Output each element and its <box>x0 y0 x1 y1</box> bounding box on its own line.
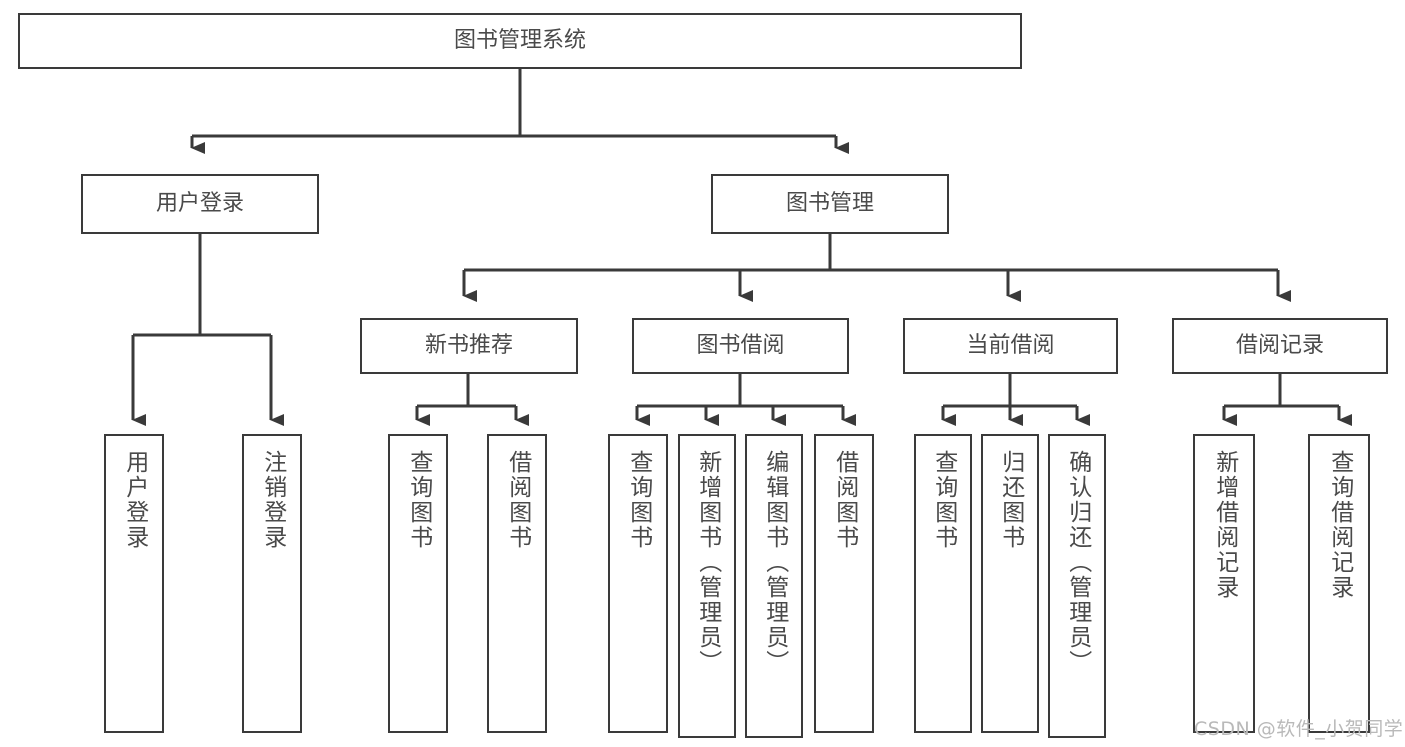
node-label: 查询图书 <box>930 450 957 550</box>
leaf-logout[interactable]: 注销登录 <box>242 434 302 733</box>
node-label: 当前借阅 <box>966 333 1055 359</box>
node-current-borrowing[interactable]: 当前借阅 <box>903 318 1118 374</box>
leaf-query-book-newbook[interactable]: 查询图书 <box>388 434 448 733</box>
node-label: 借阅记录 <box>1235 333 1324 359</box>
leaf-return-book[interactable]: 归还图书 <box>981 434 1039 733</box>
leaf-query-book-borrow[interactable]: 查询图书 <box>608 434 668 733</box>
leaf-borrow-book-borrow[interactable]: 借阅图书 <box>814 434 874 733</box>
leaf-query-borrow-record[interactable]: 查询借阅记录 <box>1308 434 1370 733</box>
leaf-query-book-current[interactable]: 查询图书 <box>914 434 972 733</box>
node-label: 图书管理系统 <box>453 28 586 54</box>
node-label: 借阅图书 <box>504 450 531 550</box>
node-label: 新增借阅记录 <box>1211 450 1238 600</box>
node-label: 新书推荐 <box>424 333 513 359</box>
node-root-book-management-system[interactable]: 图书管理系统 <box>18 13 1022 69</box>
node-borrowing-record[interactable]: 借阅记录 <box>1172 318 1388 374</box>
leaf-borrow-book-newbook[interactable]: 借阅图书 <box>487 434 547 733</box>
node-label: 查询借阅记录 <box>1326 450 1353 600</box>
node-label: 用户登录 <box>155 191 244 217</box>
node-label: 查询图书 <box>405 450 432 550</box>
node-label: 借阅图书 <box>831 450 858 550</box>
node-label: 编辑图书（管理员） <box>761 450 788 675</box>
node-label: 图书管理 <box>785 191 874 217</box>
node-label: 确认归还（管理员） <box>1064 450 1091 675</box>
node-label: 新增图书（管理员） <box>694 450 721 675</box>
node-user-login[interactable]: 用户登录 <box>81 174 319 234</box>
node-label: 图书借阅 <box>696 333 785 359</box>
node-label: 查询图书 <box>625 450 652 550</box>
csdn-watermark: CSDN @软件_小贺同学 <box>1194 718 1404 740</box>
leaf-edit-book-admin[interactable]: 编辑图书（管理员） <box>745 434 803 738</box>
leaf-add-borrow-record[interactable]: 新增借阅记录 <box>1193 434 1255 733</box>
leaf-user-login[interactable]: 用户登录 <box>104 434 164 733</box>
node-label: 归还图书 <box>997 450 1024 550</box>
node-book-borrowing[interactable]: 图书借阅 <box>632 318 849 374</box>
node-label: 用户登录 <box>121 450 148 550</box>
node-label: 注销登录 <box>259 450 286 550</box>
node-book-management[interactable]: 图书管理 <box>711 174 949 234</box>
leaf-confirm-return-admin[interactable]: 确认归还（管理员） <box>1048 434 1106 738</box>
leaf-add-book-admin[interactable]: 新增图书（管理员） <box>678 434 736 738</box>
node-new-book-recommendation[interactable]: 新书推荐 <box>360 318 578 374</box>
